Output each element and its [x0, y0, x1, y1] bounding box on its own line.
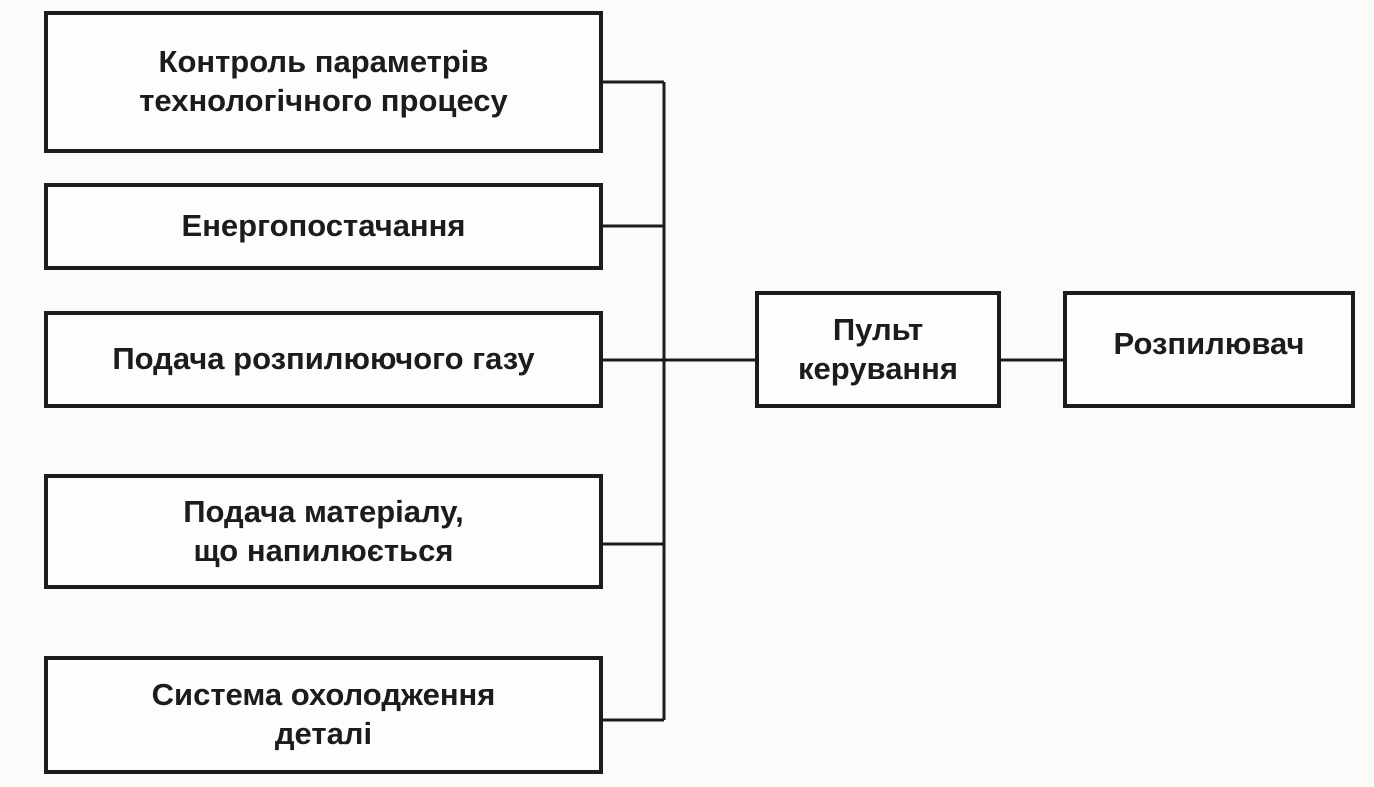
block-label-line: Подача розпилюючого газу [112, 341, 535, 377]
block-label-line: що напилюється [193, 532, 454, 568]
block-material-supply: Подача матеріалу, що напилюється [44, 474, 603, 589]
block-label-line: деталі [274, 716, 373, 751]
block-power-supply: Енергопостачання [44, 183, 603, 270]
block-label-line: Пульт [832, 311, 924, 347]
block-cooling-system: Система охолодження деталі [44, 656, 603, 774]
block-sprayer: Розпилювач [1063, 291, 1355, 408]
block-label-line: технологічного процесу [139, 83, 508, 118]
block-label-line: Подача матеріалу, [183, 493, 464, 529]
block-label-line: Розпилювач [1113, 326, 1305, 361]
block-label-line: Система охолодження [151, 677, 496, 713]
block-process-control: Контроль параметрів технологічного проце… [44, 11, 603, 153]
block-label-line: керування [798, 350, 958, 386]
block-label-line: Енергопостачання [181, 208, 466, 244]
block-label-line: Контроль параметрів [158, 44, 489, 80]
block-control-panel: Пульт керування [755, 291, 1001, 408]
block-gas-supply: Подача розпилюючого газу [44, 311, 603, 408]
